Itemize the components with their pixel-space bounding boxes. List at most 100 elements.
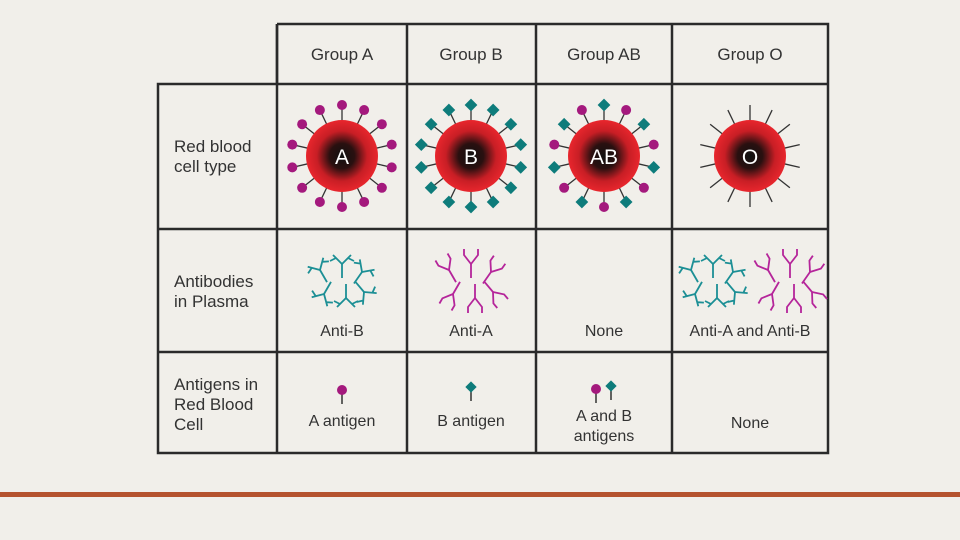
cell-letter-o: O	[742, 146, 758, 169]
antigen-b-marker	[464, 200, 478, 214]
cell-body	[714, 120, 786, 192]
cell-body	[306, 120, 378, 192]
antibody-icon	[801, 255, 826, 284]
antigen-a-marker	[297, 182, 308, 193]
row-label-antigens-line3: Cell	[174, 415, 203, 434]
antigen-b-marker	[597, 98, 611, 112]
antigen-a-marker	[297, 119, 308, 130]
antibody-cluster	[753, 249, 828, 313]
antigen-a-marker	[359, 105, 370, 116]
antigen-label-group-a: A antigen	[309, 413, 376, 430]
antibody-icon	[353, 259, 375, 284]
antigen-b-marker	[504, 181, 518, 195]
antibody-icon	[307, 257, 329, 283]
antigen-a-marker	[386, 139, 397, 150]
antibody-icon	[354, 280, 377, 305]
antibody-label-group-o: Anti-A and Anti-B	[690, 323, 811, 340]
antigen-b-marker	[414, 138, 428, 152]
antigen-a-marker	[648, 139, 659, 150]
antigen-label-group-o: None	[731, 415, 769, 432]
antibody-icon	[467, 284, 483, 313]
antibody-icon	[329, 254, 355, 278]
column-header-group-o: Group O	[717, 45, 782, 64]
cell-letter-ab: AB	[590, 146, 618, 169]
antigen-b-icon	[605, 380, 617, 400]
accent-rule	[0, 492, 960, 497]
antibody-icon	[753, 253, 776, 283]
row-label-antigens-line1: Antigens in	[174, 375, 258, 394]
antigen-b-marker	[414, 160, 428, 174]
antigen-b-marker	[424, 117, 438, 131]
antibody-icon	[786, 284, 802, 313]
antigen-a-marker	[621, 105, 632, 116]
antigen-a-marker	[386, 162, 397, 173]
antigen-a-marker	[359, 196, 370, 207]
antibody-label-group-ab: None	[585, 323, 623, 340]
column-header-group-ab: Group AB	[567, 45, 641, 64]
antibody-icon	[724, 259, 746, 284]
cell-letter-b: B	[464, 146, 478, 169]
antigen-b-icon	[465, 381, 477, 401]
antigen-b-marker	[575, 195, 589, 209]
antigen-a-marker	[376, 182, 387, 193]
antibody-icon	[434, 253, 457, 283]
antigen-a-marker	[576, 105, 587, 116]
antigen-a-marker	[287, 139, 298, 150]
antibody-icon	[725, 280, 748, 305]
red-blood-cell-a: A	[287, 100, 397, 212]
antigen-a-marker	[314, 196, 325, 207]
antigen-a-marker	[314, 105, 325, 116]
antibody-cluster	[307, 254, 377, 308]
antigen-b-marker	[514, 138, 528, 152]
row-label-red-blood-cell-line2: cell type	[174, 157, 236, 176]
cell-letter-a: A	[335, 146, 349, 169]
antigen-a-icon	[337, 385, 347, 404]
antibody-icon	[700, 254, 726, 278]
antigen-b-marker	[514, 160, 528, 174]
antigen-b-marker	[464, 98, 478, 112]
antigen-b-marker	[637, 117, 651, 131]
antigen-label-group-ab-line2: antigens	[574, 428, 635, 445]
antigen-a-marker	[287, 162, 298, 173]
row-label-red-blood-cell-line1: Red blood	[174, 137, 252, 156]
row-label-antibodies-line1: Antibodies	[174, 272, 253, 291]
antigen-b-marker	[547, 160, 561, 174]
antigen-a-icon	[591, 384, 601, 403]
antibody-icon	[782, 249, 798, 278]
antigen-a-marker	[549, 139, 560, 150]
table-grid	[156, 22, 830, 455]
antibody-icon	[802, 280, 828, 309]
antibody-icon	[483, 280, 509, 309]
blood-type-table: Group A Group B Group AB Group O Red blo…	[156, 22, 830, 455]
antigen-label-group-ab-line1: A and B	[576, 408, 632, 425]
antibody-icon	[311, 281, 333, 307]
red-blood-cell-ab: AB	[547, 98, 661, 212]
blood-type-table-svg: Group A Group B Group AB Group O Red blo…	[156, 22, 830, 455]
antigen-label-group-b: B antigen	[437, 413, 505, 430]
antigen-b-marker	[486, 195, 500, 209]
antigen-a-marker	[376, 119, 387, 130]
antibody-icon	[482, 255, 507, 284]
red-blood-cell-o: O	[700, 105, 800, 207]
antibody-icon	[463, 249, 479, 278]
antigen-b-marker	[424, 181, 438, 195]
antigen-b-marker	[557, 117, 571, 131]
column-header-group-b: Group B	[439, 45, 502, 64]
antibody-icon	[682, 281, 704, 307]
antigen-a-marker	[559, 182, 570, 193]
cell-body	[568, 120, 640, 192]
antigen-b-marker	[442, 195, 456, 209]
column-header-group-a: Group A	[311, 45, 374, 64]
antibody-icon	[704, 284, 730, 308]
antigen-icons	[337, 380, 617, 404]
antigen-a-marker	[638, 182, 649, 193]
row-label-antibodies-line2: in Plasma	[174, 292, 249, 311]
antibody-label-group-a: Anti-B	[320, 323, 364, 340]
red-blood-cell-b: B	[414, 98, 528, 214]
antibody-icon	[757, 281, 780, 311]
antibody-icon	[333, 284, 359, 308]
antigen-b-marker	[647, 160, 661, 174]
antigen-b-marker	[442, 103, 456, 117]
